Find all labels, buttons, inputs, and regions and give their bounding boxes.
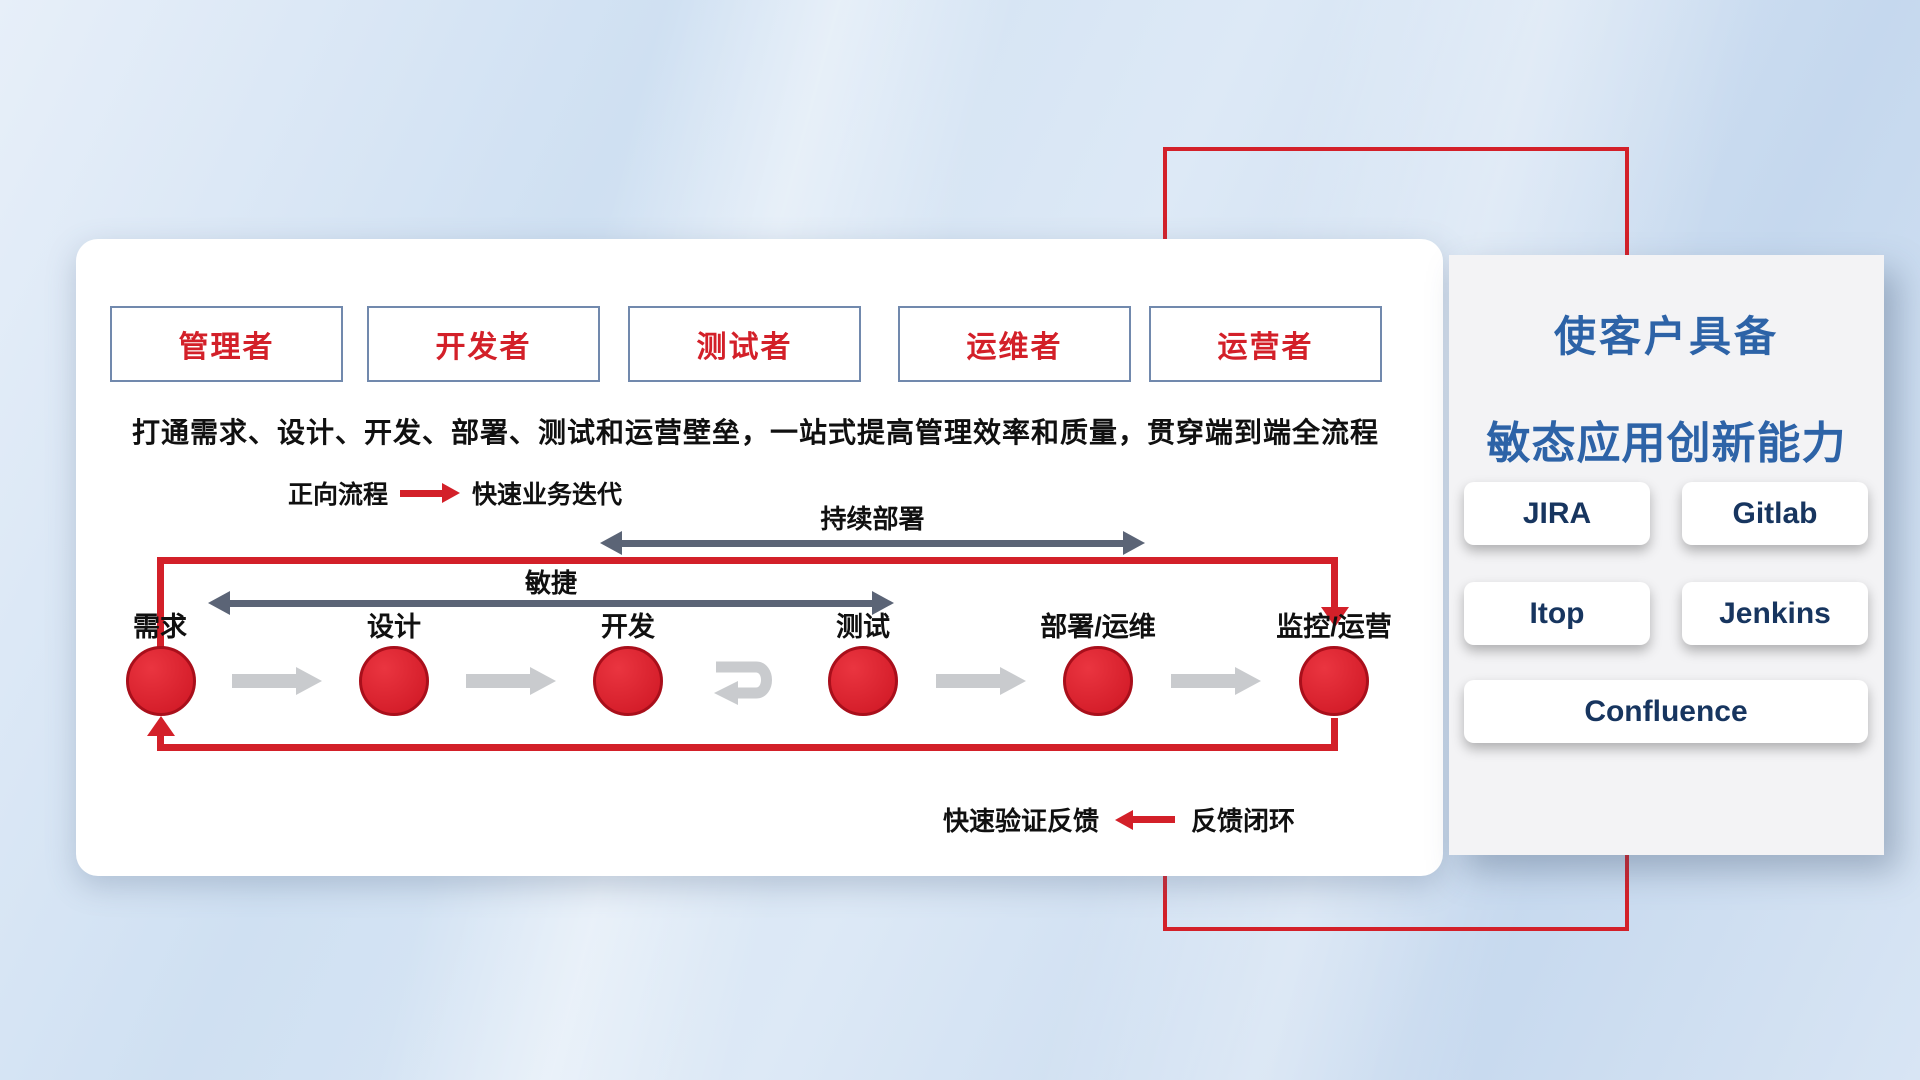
- feedback-arrow-icon: [1115, 809, 1176, 830]
- flow-arrow-icon: [1171, 667, 1261, 695]
- legend-feedback-loop: 快速验证反馈 反馈闭环: [943, 801, 1295, 838]
- stage-node-design: [359, 646, 429, 716]
- role-label: 测试者: [696, 331, 793, 364]
- panel-headline: 打通需求、设计、开发、部署、测试和运营壁垒，一站式提高管理效率和质量，贯穿端到端…: [132, 417, 1380, 448]
- forward-path-line: [1331, 557, 1338, 609]
- stage-label-design: 设计: [367, 612, 421, 642]
- feedback-path-arrowhead-icon: [147, 716, 175, 736]
- devops-flow-panel: 管理者 开发者 测试者 运维者 运营者 打通需求、设计、开发、部署、测试和运营壁…: [76, 239, 1443, 876]
- role-label: 运营者: [1217, 331, 1314, 364]
- stage-label-monitor-operations: 监控/运营: [1276, 612, 1392, 642]
- flow-arrow-icon: [466, 667, 556, 695]
- role-label: 管理者: [178, 331, 275, 364]
- role-box-operator: 运营者: [1149, 306, 1382, 382]
- stage-label-deploy-ops: 部署/运维: [1040, 612, 1156, 642]
- flow-arrow-icon: [936, 667, 1026, 695]
- tool-card-itop: Itop: [1464, 582, 1650, 645]
- stage-node-deploy-ops: [1063, 646, 1133, 716]
- forward-arrow-icon: [400, 483, 461, 503]
- tool-card-confluence: Confluence: [1464, 680, 1868, 743]
- role-box-tester: 测试者: [628, 306, 861, 382]
- continuous-deployment-label: 持续部署: [820, 504, 925, 534]
- feedback-path-line: [1331, 718, 1338, 751]
- tool-card-jenkins: Jenkins: [1682, 582, 1868, 645]
- forward-flow-desc: 快速业务迭代: [472, 481, 623, 509]
- tool-card-gitlab: Gitlab: [1682, 482, 1868, 545]
- role-label: 开发者: [435, 331, 532, 364]
- feedback-path-line: [157, 744, 1338, 751]
- continuous-deployment-arrow-icon: [600, 531, 1145, 555]
- stage-node-monitor-operations: [1299, 646, 1369, 716]
- legend-forward-flow: 正向流程 快速业务迭代: [288, 475, 622, 511]
- stage-label-testing: 测试: [836, 612, 890, 642]
- tool-card-jira: JIRA: [1464, 482, 1650, 545]
- stage-label-requirements: 需求: [133, 612, 187, 642]
- flow-arrow-icon: [232, 667, 322, 695]
- role-label: 运维者: [966, 331, 1063, 364]
- capability-panel: 使客户具备 敏态应用创新能力 JIRA Gitlab Itop Jenkins …: [1449, 255, 1884, 855]
- role-box-manager: 管理者: [110, 306, 343, 382]
- role-box-ops: 运维者: [898, 306, 1131, 382]
- forward-path-line: [157, 557, 1338, 564]
- agile-arrow-icon: [208, 591, 894, 615]
- capability-title-line2: 敏态应用创新能力: [1486, 419, 1847, 468]
- stage-node-development: [593, 646, 663, 716]
- iteration-loop-arrow-icon: [710, 655, 782, 707]
- forward-path-line: [157, 557, 164, 649]
- stage-node-testing: [828, 646, 898, 716]
- agile-label: 敏捷: [524, 568, 577, 598]
- feedback-path-line: [157, 735, 164, 751]
- forward-flow-label: 正向流程: [288, 481, 389, 509]
- forward-path-arrowhead-icon: [1321, 607, 1349, 627]
- capability-title-line1: 使客户具备: [1553, 313, 1779, 360]
- stage-node-requirements: [126, 646, 196, 716]
- feedback-label: 反馈闭环: [1191, 806, 1296, 836]
- role-box-developer: 开发者: [367, 306, 600, 382]
- feedback-desc: 快速验证反馈: [943, 806, 1100, 836]
- stage-label-development: 开发: [601, 612, 655, 642]
